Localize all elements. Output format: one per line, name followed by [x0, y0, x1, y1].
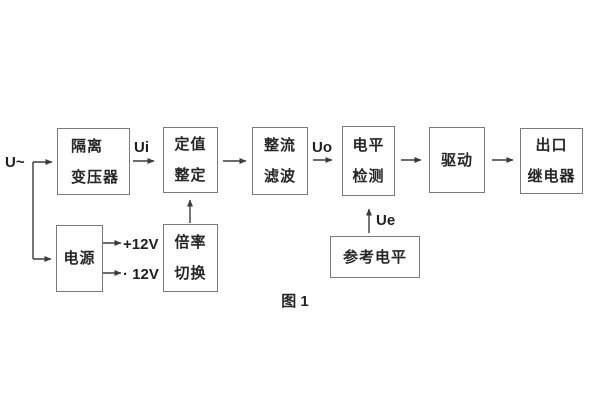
- figure-caption: 图 1: [281, 293, 309, 310]
- block-label: 定值: [174, 136, 207, 153]
- block-label: 滤波: [263, 168, 296, 185]
- label-input-voltage: U~: [5, 154, 25, 171]
- label-plus-12v: +12V: [123, 236, 159, 253]
- label-ue: Ue: [376, 212, 396, 229]
- block-label: 隔离: [71, 137, 104, 155]
- block-label: 切换: [174, 265, 207, 282]
- label-uo: Uo: [312, 139, 332, 156]
- block-isolation-transformer: 隔离 变压器: [57, 128, 130, 195]
- block-label: 电平: [352, 137, 385, 154]
- block-label: 驱动: [440, 151, 473, 169]
- block-label: 变压器: [71, 168, 120, 186]
- block-label: 检测: [352, 168, 385, 185]
- block-rectifier-filter: 整流 滤波: [252, 127, 308, 195]
- block-label: 整定: [174, 167, 207, 184]
- block-label: 电源: [63, 250, 96, 267]
- block-ratio-switch: 倍率 切换: [163, 224, 218, 292]
- block-setting-adjust: 定值 整定: [163, 127, 218, 193]
- label-minus-12v: · 12V: [123, 266, 159, 283]
- block-label: 出口: [535, 137, 568, 154]
- block-level-detect: 电平 检测: [342, 126, 395, 196]
- block-drive: 驱动: [429, 127, 485, 193]
- block-label: 倍率: [174, 234, 207, 251]
- block-power-supply: 电源: [56, 225, 103, 292]
- block-label: 参考电平: [342, 248, 407, 266]
- block-label: 继电器: [527, 168, 576, 185]
- block-output-relay: 出口 继电器: [520, 128, 583, 194]
- block-label: 整流: [263, 137, 296, 154]
- block-reference-level: 参考电平: [330, 236, 420, 278]
- label-ui: Ui: [134, 139, 149, 156]
